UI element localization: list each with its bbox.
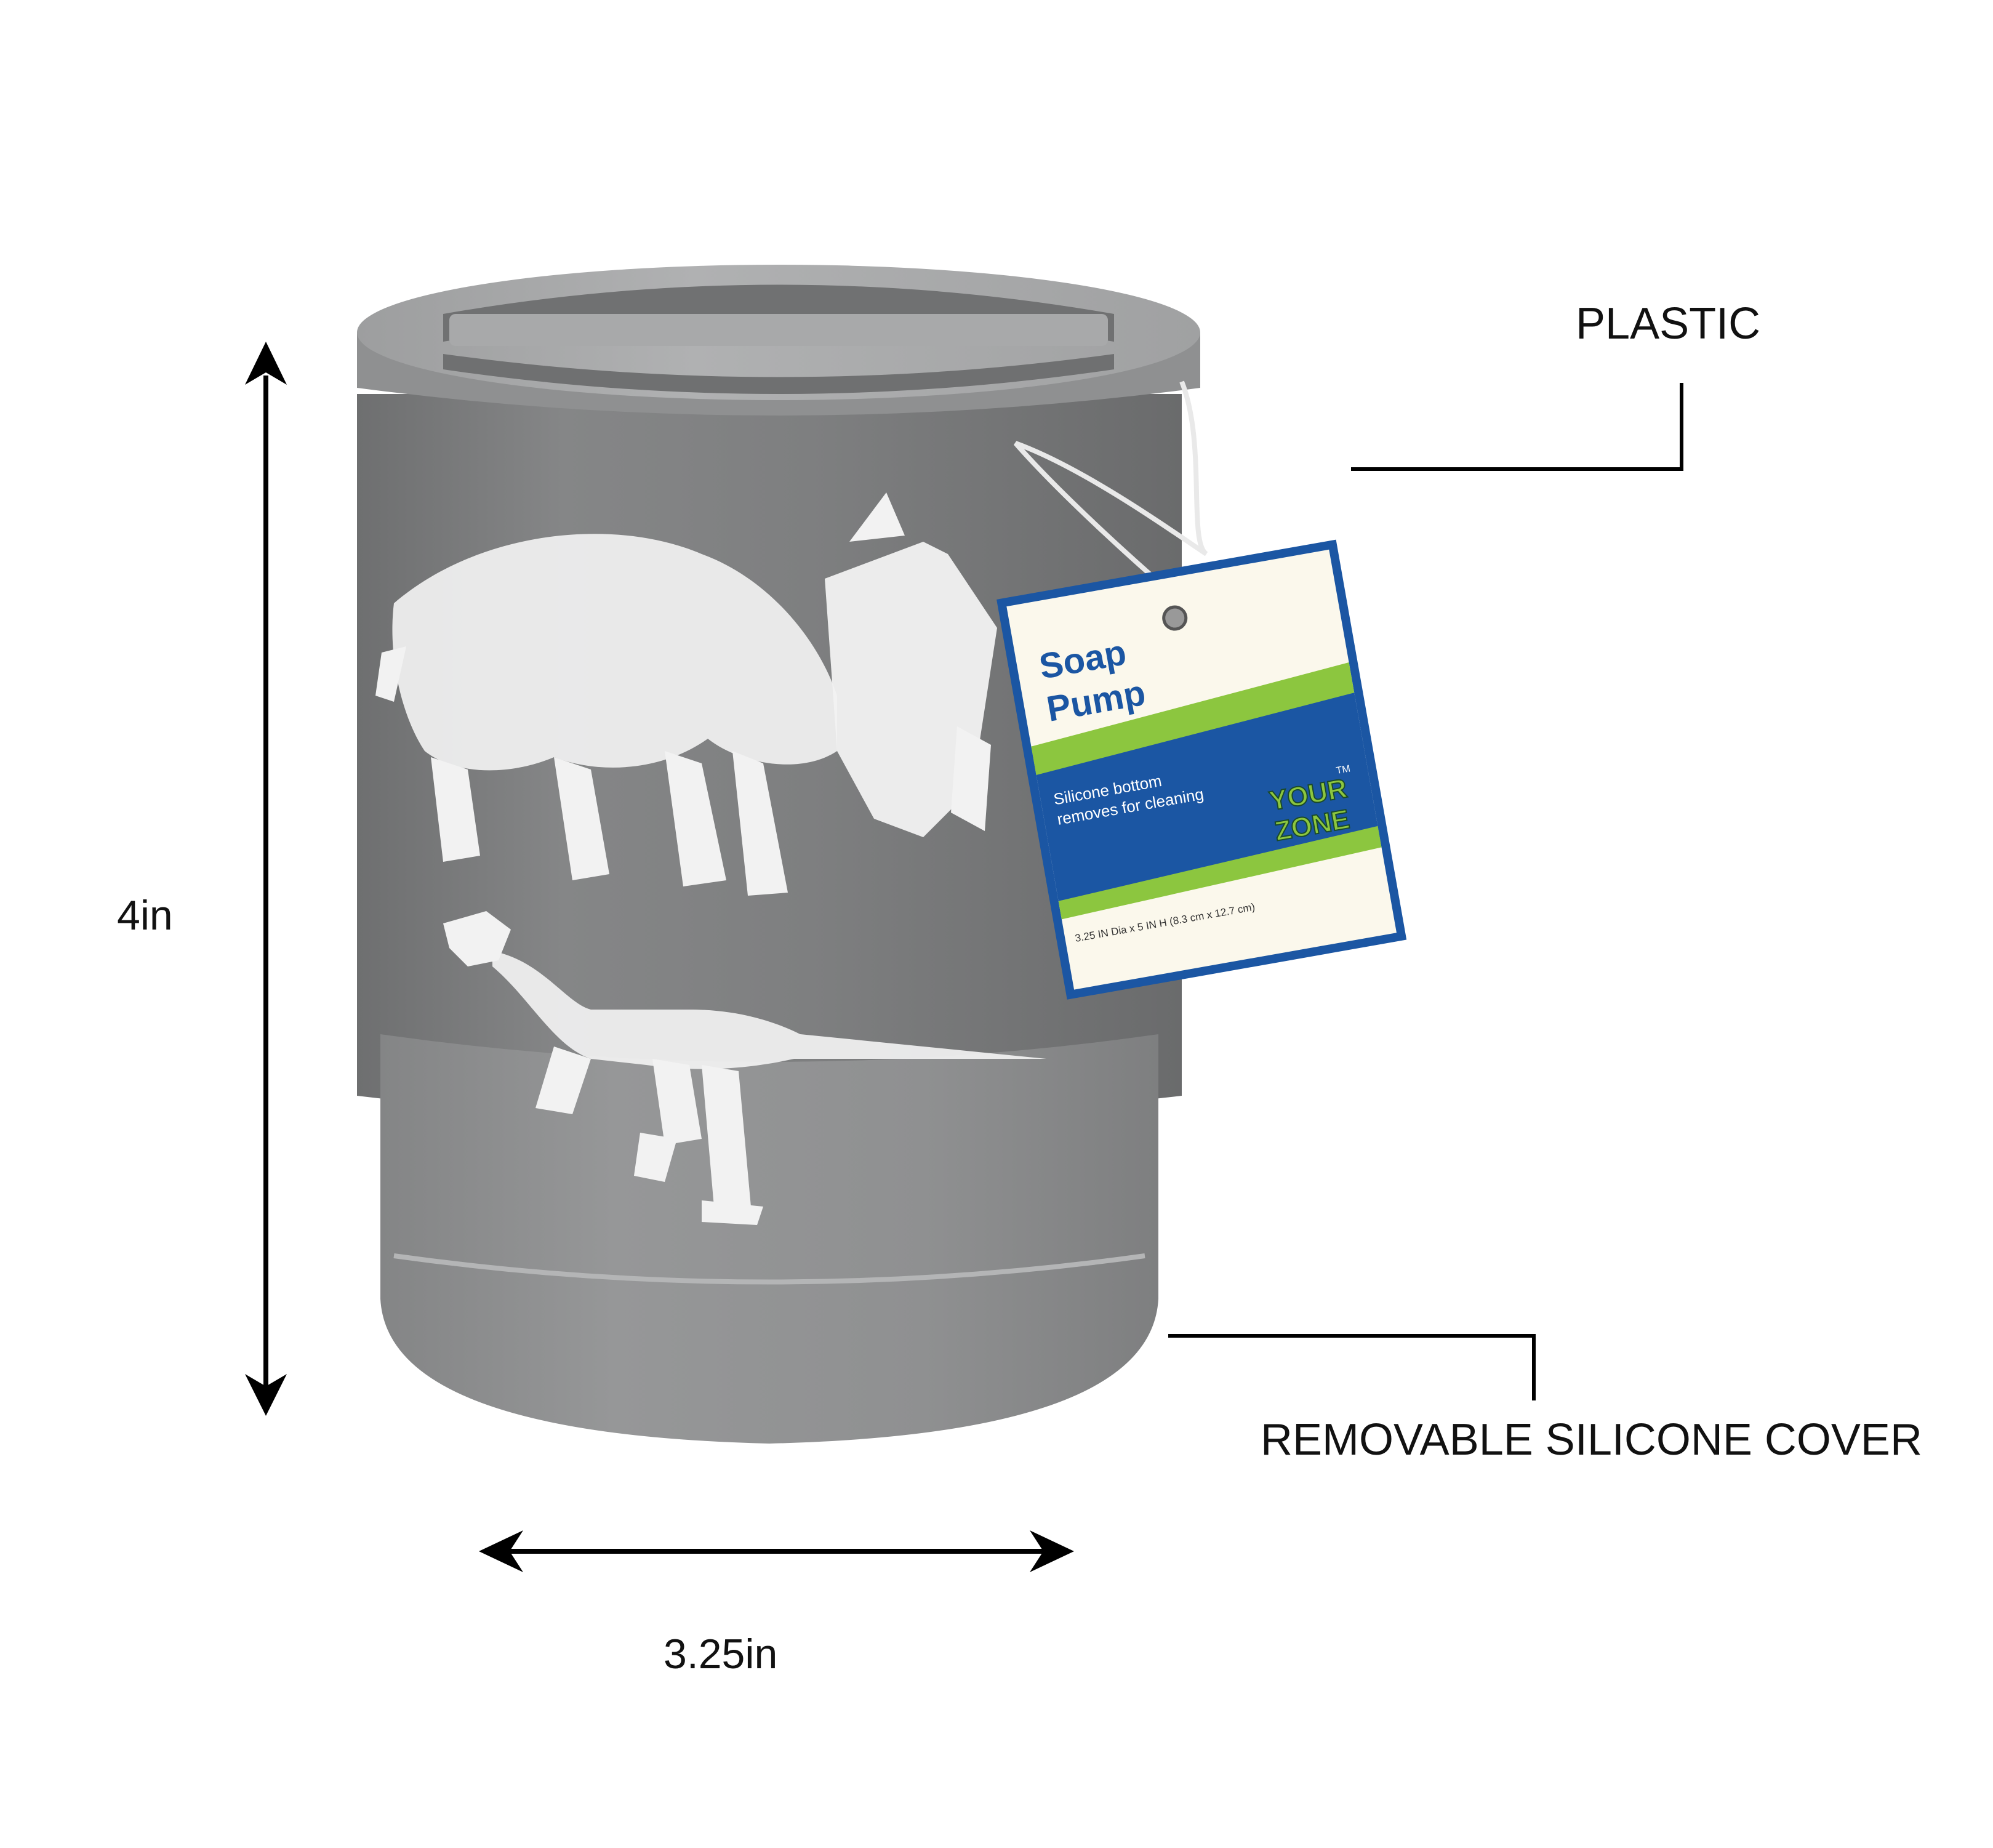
- tag-trademark: TM: [1335, 763, 1351, 776]
- tag-string: [1013, 380, 1208, 624]
- width-dimension-arrow: [479, 1530, 1074, 1572]
- height-dimension-arrow: [245, 342, 287, 1416]
- silicone-base: [380, 1034, 1158, 1444]
- triceratops-print: [375, 492, 997, 896]
- base-seam: [393, 1253, 1145, 1285]
- silicone-leader-line: [1168, 1334, 1536, 1400]
- tyrannosaurus-print: [443, 911, 1046, 1225]
- height-label: 4in: [117, 892, 173, 939]
- cup-lid: [357, 265, 1200, 416]
- width-label: 3.25in: [664, 1631, 778, 1677]
- plastic-leader-line: [1351, 383, 1683, 471]
- soap-cup: [357, 265, 1208, 1444]
- plastic-label: PLASTIC: [1576, 299, 1761, 348]
- tag-brand-line1: YOUR: [1267, 773, 1350, 816]
- silicone-cover-label: REMOVABLE SILICONE COVER: [1261, 1415, 1922, 1464]
- tag-eyelet: [1162, 605, 1188, 631]
- product-hang-tag: Soap Pump Silicone bottom removes for cl…: [996, 539, 1407, 1000]
